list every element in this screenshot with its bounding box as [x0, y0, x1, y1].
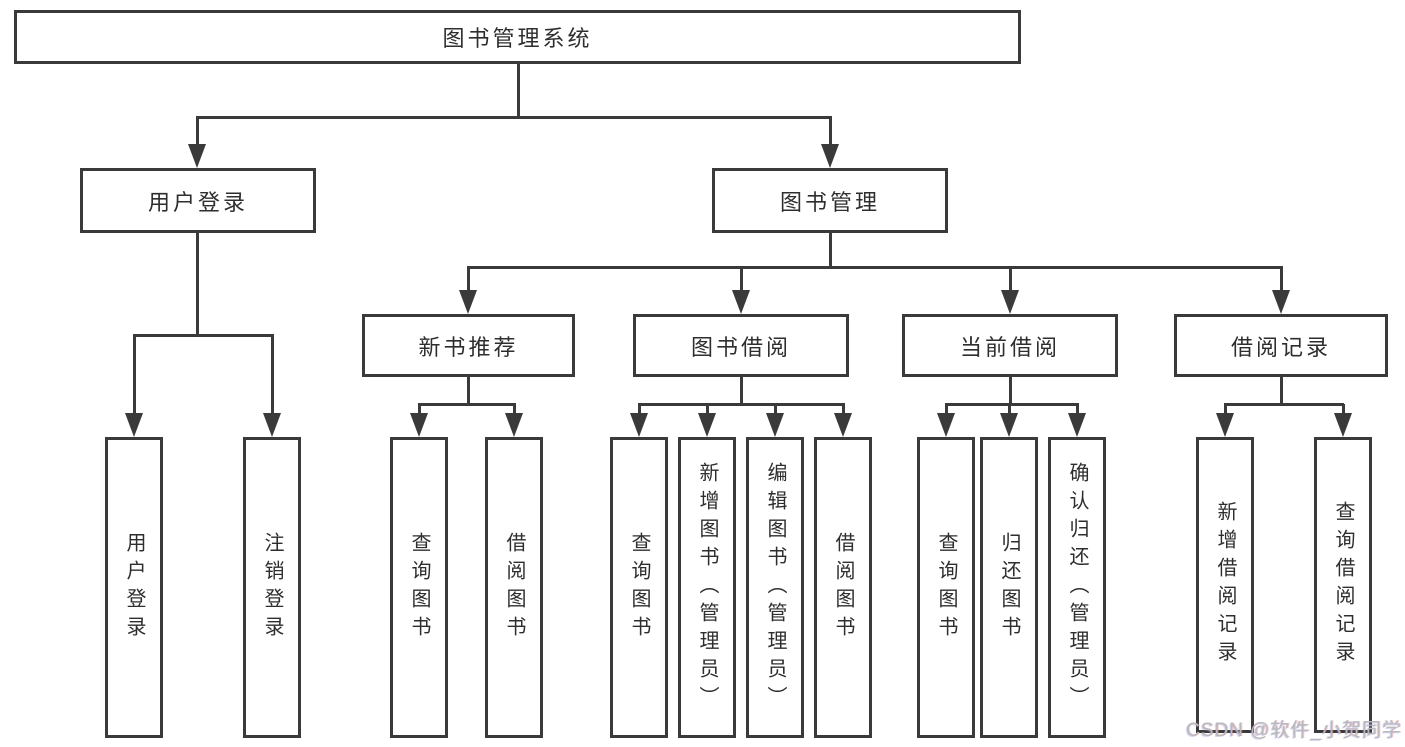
connector-line: [945, 403, 1079, 406]
connector-line: [195, 117, 199, 146]
connector-line: [1279, 375, 1283, 406]
node-user-login-label: 用户登录: [147, 189, 248, 215]
connector-line: [944, 404, 948, 415]
connector-line: [1008, 267, 1012, 292]
connector-line: [828, 117, 832, 146]
node-book-borrow: 图书借阅: [633, 314, 849, 377]
connector-line: [195, 231, 199, 337]
leaf-query-books-borrow-label: 查询图书: [628, 531, 650, 644]
leaf-borrow-books-label: 借阅图书: [832, 531, 854, 644]
arrow-down-icon: [263, 413, 281, 437]
leaf-user-login-label: 用户登录: [123, 531, 145, 644]
arrow-down-icon: [1001, 290, 1019, 314]
node-borrow-records-label: 借阅记录: [1230, 334, 1331, 360]
node-current-borrow-label: 当前借阅: [959, 334, 1060, 360]
node-new-book-recommend: 新书推荐: [362, 314, 575, 377]
leaf-borrow-books: 借阅图书: [814, 437, 872, 738]
arrow-down-icon: [630, 413, 648, 437]
leaf-query-borrow-record-label: 查询借阅记录: [1332, 501, 1354, 669]
arrow-down-icon: [1272, 290, 1290, 314]
connector-line: [467, 266, 1283, 269]
watermark: CSDN @软件_小贺同学: [1186, 720, 1402, 741]
leaf-logout-label: 注销登录: [261, 531, 283, 644]
connector-line: [1007, 404, 1011, 415]
leaf-logout: 注销登录: [243, 437, 301, 738]
leaf-confirm-return-admin-label: 确认归还（管理员）: [1066, 461, 1088, 714]
leaf-edit-books-admin-label: 编辑图书（管理员）: [764, 461, 786, 714]
connector-line: [1008, 375, 1012, 406]
arrow-down-icon: [410, 413, 428, 437]
arrow-down-icon: [125, 413, 143, 437]
connector-line: [637, 404, 641, 415]
connector-line: [739, 267, 743, 292]
leaf-user-login: 用户登录: [105, 437, 163, 738]
arrow-down-icon: [459, 290, 477, 314]
node-borrow-records: 借阅记录: [1174, 314, 1388, 377]
connector-line: [841, 404, 845, 415]
arrow-down-icon: [766, 413, 784, 437]
arrow-down-icon: [732, 290, 750, 314]
arrow-down-icon: [505, 413, 523, 437]
arrow-down-icon: [821, 144, 839, 168]
leaf-add-borrow-record: 新增借阅记录: [1196, 437, 1254, 733]
leaf-return-books-label: 归还图书: [998, 531, 1020, 644]
connector-line: [773, 404, 777, 415]
node-current-borrow: 当前借阅: [902, 314, 1118, 377]
connector-line: [516, 62, 520, 118]
arrow-down-icon: [834, 413, 852, 437]
leaf-query-books-recommend-label: 查询图书: [408, 531, 430, 644]
leaf-confirm-return-admin: 确认归还（管理员）: [1048, 437, 1106, 738]
arrow-down-icon: [1068, 413, 1086, 437]
arrow-down-icon: [1000, 413, 1018, 437]
connector-line: [638, 403, 845, 406]
leaf-query-books-current-label: 查询图书: [935, 531, 957, 644]
connector-line: [705, 404, 709, 415]
arrow-down-icon: [1216, 413, 1234, 437]
arrow-down-icon: [937, 413, 955, 437]
node-book-borrow-label: 图书借阅: [690, 334, 791, 360]
leaf-query-borrow-record: 查询借阅记录: [1314, 437, 1372, 733]
leaf-return-books: 归还图书: [980, 437, 1038, 738]
connector-line: [196, 116, 832, 119]
leaf-add-books-admin: 新增图书（管理员）: [678, 437, 736, 738]
node-new-book-recommend-label: 新书推荐: [418, 334, 519, 360]
connector-line: [466, 375, 470, 406]
leaf-edit-books-admin: 编辑图书（管理员）: [746, 437, 804, 738]
connector-line: [417, 404, 421, 415]
node-book-management-label: 图书管理: [779, 189, 880, 215]
connector-line: [1223, 404, 1227, 415]
arrow-down-icon: [1334, 413, 1352, 437]
connector-line: [828, 231, 832, 269]
leaf-borrow-books-recommend-label: 借阅图书: [503, 531, 525, 644]
leaf-query-books-current: 查询图书: [917, 437, 975, 738]
connector-line: [1224, 403, 1344, 406]
connector-line: [512, 404, 516, 415]
connector-line: [270, 335, 274, 415]
node-library-system: 图书管理系统: [14, 10, 1021, 64]
connector-line: [1075, 404, 1079, 415]
leaf-query-books-borrow: 查询图书: [610, 437, 668, 738]
connector-line: [133, 334, 274, 337]
connector-line: [418, 403, 516, 406]
connector-line: [466, 267, 470, 292]
leaf-query-books-recommend: 查询图书: [390, 437, 448, 738]
arrow-down-icon: [188, 144, 206, 168]
node-book-management: 图书管理: [712, 168, 948, 233]
leaf-borrow-books-recommend: 借阅图书: [485, 437, 543, 738]
connector-line: [132, 335, 136, 415]
arrow-down-icon: [698, 413, 716, 437]
connector-line: [739, 375, 743, 406]
connector-line: [1279, 267, 1283, 292]
connector-line: [1341, 404, 1345, 415]
node-user-login: 用户登录: [80, 168, 316, 233]
node-library-system-label: 图书管理系统: [442, 26, 593, 51]
leaf-add-borrow-record-label: 新增借阅记录: [1214, 501, 1236, 669]
leaf-add-books-admin-label: 新增图书（管理员）: [696, 461, 718, 714]
